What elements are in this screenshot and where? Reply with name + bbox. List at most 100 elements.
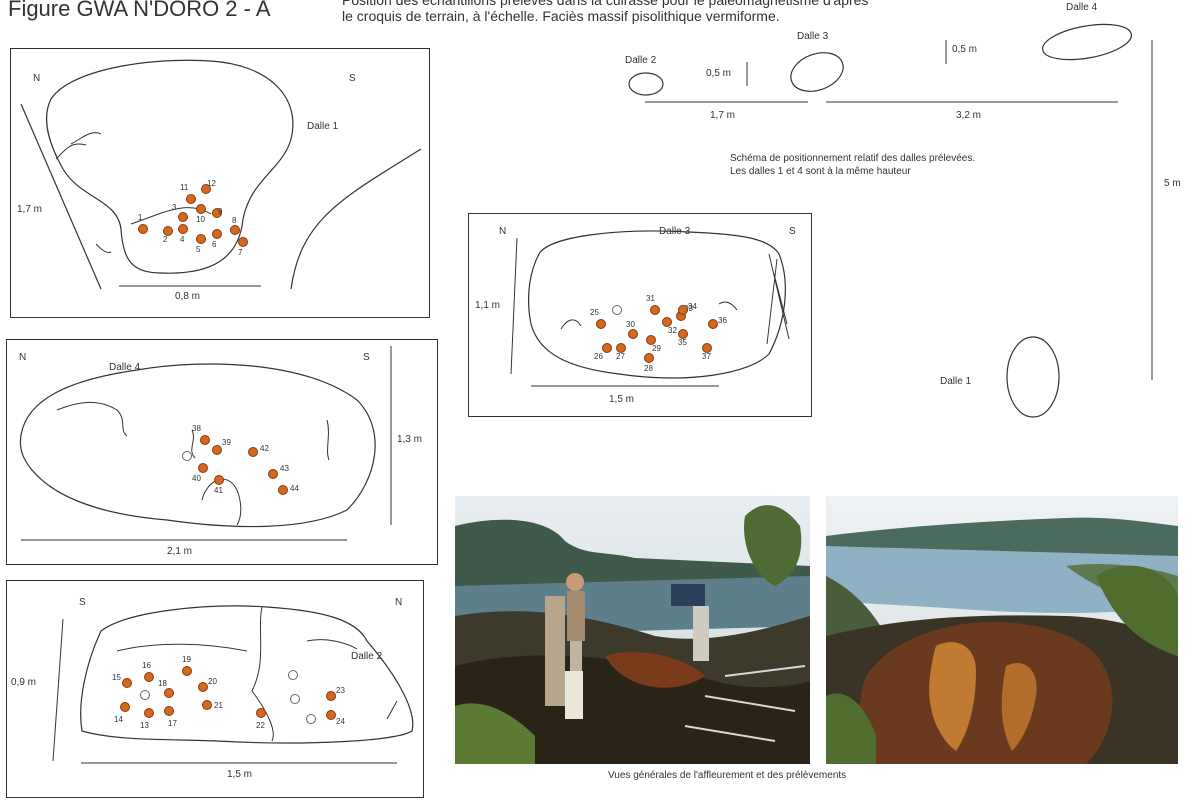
sample-point bbox=[708, 319, 718, 329]
sample-point bbox=[678, 329, 688, 339]
sample-label: 23 bbox=[336, 686, 345, 695]
figure-title: Figure GWA N'DORO 2 - A bbox=[8, 0, 271, 21]
sample-point bbox=[196, 234, 206, 244]
sample-label: 26 bbox=[594, 352, 603, 361]
schema-dalle2-label: Dalle 2 bbox=[625, 55, 657, 66]
sample-label: 28 bbox=[644, 364, 653, 373]
sample-point bbox=[198, 463, 208, 473]
dalle1-north-label: N bbox=[33, 73, 41, 84]
sample-point bbox=[230, 225, 240, 235]
schema-height-1: 0,5 m bbox=[706, 68, 732, 79]
schema-distance-1: 1,7 m bbox=[710, 110, 736, 121]
dalle2-north-label: N bbox=[395, 597, 403, 608]
sample-point bbox=[326, 691, 336, 701]
sample-label: 1 bbox=[138, 213, 143, 222]
dalle1-height: 1,7 m bbox=[17, 204, 43, 215]
sample-label: 35 bbox=[678, 338, 687, 347]
sample-point bbox=[120, 702, 130, 712]
sample-point bbox=[214, 475, 224, 485]
dalle1-south-label: S bbox=[349, 73, 356, 84]
sample-label: 6 bbox=[212, 240, 217, 249]
sample-label: 41 bbox=[214, 486, 223, 495]
sample-label: 42 bbox=[260, 444, 269, 453]
empty-sample-hole bbox=[182, 451, 192, 461]
empty-sample-hole bbox=[288, 670, 298, 680]
sample-label: 24 bbox=[336, 717, 345, 726]
dalle4-south-label: S bbox=[363, 352, 370, 363]
sample-label: 30 bbox=[626, 320, 635, 329]
dalle4-width: 2,1 m bbox=[167, 546, 193, 557]
sample-point bbox=[212, 229, 222, 239]
dalle2-height: 0,9 m bbox=[11, 677, 37, 688]
sample-point bbox=[178, 212, 188, 222]
sample-point bbox=[122, 678, 132, 688]
sample-point bbox=[268, 469, 278, 479]
outcrop-photo-right-image bbox=[826, 496, 1178, 764]
sample-point bbox=[178, 224, 188, 234]
dalle1-name: Dalle 1 bbox=[307, 121, 339, 132]
sample-label: 43 bbox=[280, 464, 289, 473]
dalle3-height: 1,1 m bbox=[475, 300, 501, 311]
sample-label: 3 bbox=[172, 203, 177, 212]
sample-point bbox=[163, 226, 173, 236]
sample-point bbox=[164, 706, 174, 716]
dalle2-outline bbox=[52, 605, 414, 764]
outcrop-photo-right bbox=[826, 496, 1178, 764]
sample-point bbox=[182, 666, 192, 676]
sample-label: 40 bbox=[192, 474, 201, 483]
schema-dalle3-label: Dalle 3 bbox=[797, 31, 829, 42]
sample-point bbox=[202, 700, 212, 710]
schema-height-2: 0,5 m bbox=[952, 44, 978, 55]
sample-point bbox=[212, 208, 222, 218]
dalle2-name: Dalle 2 bbox=[351, 651, 383, 662]
sample-label: 7 bbox=[238, 248, 243, 257]
caption-line-1: Position des échantillons prélevés dans … bbox=[342, 0, 869, 8]
dalle4-outline bbox=[19, 346, 392, 541]
sample-point bbox=[650, 305, 660, 315]
sample-point bbox=[644, 353, 654, 363]
sample-label: 20 bbox=[208, 677, 217, 686]
sample-point bbox=[248, 447, 258, 457]
schema-note-2: Les dalles 1 et 4 sont à la même hauteur bbox=[730, 166, 911, 177]
sample-label: 32 bbox=[668, 326, 677, 335]
sample-label: 39 bbox=[222, 438, 231, 447]
sample-label: 14 bbox=[114, 715, 123, 724]
dalle1-width: 0,8 m bbox=[175, 291, 201, 302]
sample-point bbox=[200, 435, 210, 445]
empty-sample-hole bbox=[140, 690, 150, 700]
sample-label: 8 bbox=[232, 216, 237, 225]
sample-label: 9 bbox=[218, 207, 223, 216]
dalle4-north-label: N bbox=[19, 352, 27, 363]
schema-dalle4-label: Dalle 4 bbox=[1066, 2, 1098, 13]
sample-label: 11 bbox=[180, 183, 189, 192]
sample-label: 12 bbox=[207, 179, 216, 188]
empty-sample-hole bbox=[306, 714, 316, 724]
sample-label: 15 bbox=[112, 673, 121, 682]
sample-label: 25 bbox=[590, 308, 599, 317]
sample-label: 29 bbox=[652, 344, 661, 353]
sample-label: 27 bbox=[616, 352, 625, 361]
schema-note-1: Schéma de positionnement relatif des dal… bbox=[730, 153, 976, 164]
sample-point bbox=[326, 710, 336, 720]
sample-point bbox=[678, 305, 688, 315]
sample-point bbox=[198, 682, 208, 692]
dalle2-width: 1,5 m bbox=[227, 769, 253, 780]
dalle4-name: Dalle 4 bbox=[109, 362, 141, 373]
sample-label: 21 bbox=[214, 701, 223, 710]
sample-label: 17 bbox=[168, 719, 177, 728]
dalle3-width: 1,5 m bbox=[609, 394, 635, 405]
sample-label: 34 bbox=[688, 302, 697, 311]
sample-point bbox=[238, 237, 248, 247]
empty-sample-hole bbox=[290, 694, 300, 704]
sample-point bbox=[201, 184, 211, 194]
sample-point bbox=[144, 708, 154, 718]
sample-label: 22 bbox=[256, 721, 265, 730]
sample-label: 38 bbox=[192, 424, 201, 433]
schema-vertical-distance: 5 m bbox=[1164, 178, 1181, 189]
sample-label: 33 bbox=[684, 304, 693, 313]
sample-label: 5 bbox=[196, 245, 201, 254]
sample-point bbox=[164, 688, 174, 698]
sample-point bbox=[186, 194, 196, 204]
